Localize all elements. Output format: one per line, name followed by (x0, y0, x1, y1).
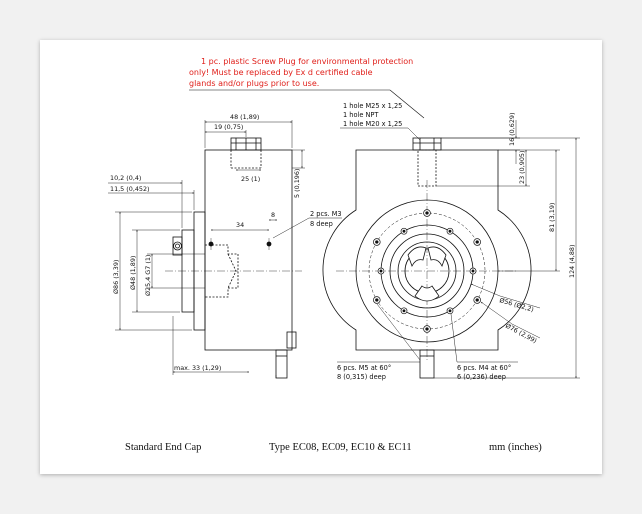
hole-note-m20: 1 hole M20 x 1,25 (343, 120, 402, 128)
note-m5-holes: 6 pcs. M5 at 60° (337, 364, 391, 372)
side-view-labels: 48 (1,89) 19 (0,75) 25 (1) 5 (0,196) 10,… (110, 113, 342, 372)
side-view (165, 137, 302, 379)
dim-10-2: 10,2 (0,4) (110, 174, 141, 182)
dim-16: 16 (0,629) (508, 113, 516, 146)
dim-48: 48 (1,89) (230, 113, 259, 121)
technical-drawing: 1 pc. plastic Screw Plug for environment… (108, 57, 580, 381)
dim-8: 8 (271, 211, 275, 219)
dim-5: 5 (0,196) (293, 169, 301, 198)
caption-type: Type EC08, EC09, EC10 & EC11 (269, 442, 412, 453)
note-m4-holes: 6 pcs. M4 at 60° (457, 364, 511, 372)
dim-34: 34 (236, 221, 244, 229)
warning-line-3: glands and/or plugs prior to use. (189, 79, 319, 88)
caption-units: mm (inches) (489, 442, 542, 453)
dim-d25-4: Ø25,4 G7 (1) (144, 255, 152, 296)
dim-max-33: max. 33 (1,29) (174, 364, 221, 372)
front-view-labels: 1 hole M25 x 1,25 1 hole NPT 1 hole M20 … (337, 102, 576, 381)
drawing-sheet: 1 pc. plastic Screw Plug for environment… (40, 40, 602, 474)
hole-note-npt: 1 hole NPT (343, 111, 379, 119)
note-2pcs-m3: 2 pcs. M3 (310, 210, 342, 218)
dim-81: 81 (3,19) (548, 203, 556, 232)
side-view-dimensions (108, 120, 342, 378)
dim-d56: Ø56 (Ø2,2) (498, 296, 534, 313)
warning-line-1: 1 pc. plastic Screw Plug for environment… (201, 57, 413, 66)
m5-holes (373, 209, 481, 333)
note-8-deep: 8 deep (310, 220, 333, 228)
dim-11-5: 11,5 (0,452) (110, 185, 150, 193)
note-m4-depth: 6 (0,236) deep (457, 373, 506, 381)
housing-front-outline (322, 149, 532, 351)
dim-19: 19 (0,75) (214, 123, 243, 131)
dim-23: 23 (0,905) (518, 151, 526, 184)
dim-d76: Ø76 (2,99) (504, 322, 538, 345)
connector-front (419, 349, 435, 379)
front-view-dimensions (337, 120, 580, 379)
dim-124: 124 (4,88) (568, 245, 576, 278)
connector-side (275, 349, 288, 379)
dim-d86: Ø86 (3,39) (112, 260, 120, 294)
note-m5-depth: 8 (0,315) deep (337, 373, 386, 381)
cable-gland-front (412, 137, 442, 151)
front-view-holes (373, 209, 481, 333)
dim-25: 25 (1) (241, 175, 260, 183)
bushing-side (172, 236, 183, 256)
hole-note-m25: 1 hole M25 x 1,25 (343, 102, 402, 110)
warning-note: 1 pc. plastic Screw Plug for environment… (189, 57, 425, 119)
front-view (322, 137, 532, 379)
m4-holes (377, 227, 477, 315)
dim-d48: Ø48 (1,89) (129, 256, 137, 290)
caption-standard-end-cap: Standard End Cap (125, 442, 202, 453)
warning-line-2: only! Must be replaced by Ex d certified… (189, 68, 373, 77)
